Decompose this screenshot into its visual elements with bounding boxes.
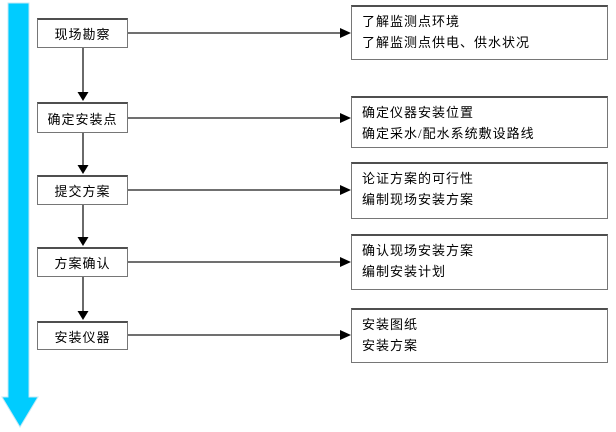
detail-box-plan-confirmation: 确认现场安装方案 编制安装计划 xyxy=(351,234,608,290)
detail-connector-arrow xyxy=(128,28,351,340)
step-label: 确定安装点 xyxy=(47,111,118,127)
detail-line: 确认现场安装方案 xyxy=(362,243,475,258)
detail-box-determine-install-point: 确定仪器安装位置 确定采水/配水系统敷设路线 xyxy=(351,96,608,148)
detail-line: 论证方案的可行性 xyxy=(362,171,475,186)
step-label: 安装仪器 xyxy=(54,329,111,345)
step-box-plan-confirmation: 方案确认 xyxy=(37,247,128,277)
detail-line: 编制安装计划 xyxy=(362,264,447,279)
timeline-down-arrow-icon xyxy=(1,2,39,428)
detail-line: 安装方案 xyxy=(362,338,419,353)
step-label: 提交方案 xyxy=(54,184,111,199)
detail-box-site-survey: 了解监测点环境 了解监测点供电、供水状况 xyxy=(351,5,608,60)
step-box-install-instrument: 安装仪器 xyxy=(37,321,128,350)
step-box-site-survey: 现场勘察 xyxy=(37,18,128,48)
detail-line: 了解监测点环境 xyxy=(362,14,461,29)
step-label: 方案确认 xyxy=(54,256,111,271)
detail-line: 编制现场安装方案 xyxy=(362,192,475,207)
detail-line: 确定仪器安装位置 xyxy=(362,105,475,120)
detail-box-install-instrument: 安装图纸 安装方案 xyxy=(351,308,608,363)
detail-line: 确定采水/配水系统敷设路线 xyxy=(362,126,535,141)
step-label: 现场勘察 xyxy=(54,27,111,42)
detail-line: 了解监测点供电、供水状况 xyxy=(362,35,531,50)
detail-line: 安装图纸 xyxy=(362,317,419,332)
step-box-determine-install-point: 确定安装点 xyxy=(37,102,128,133)
step-connector-arrow xyxy=(77,48,89,320)
step-box-submit-plan: 提交方案 xyxy=(37,175,128,205)
detail-box-submit-plan: 论证方案的可行性 编制现场安装方案 xyxy=(351,162,608,219)
